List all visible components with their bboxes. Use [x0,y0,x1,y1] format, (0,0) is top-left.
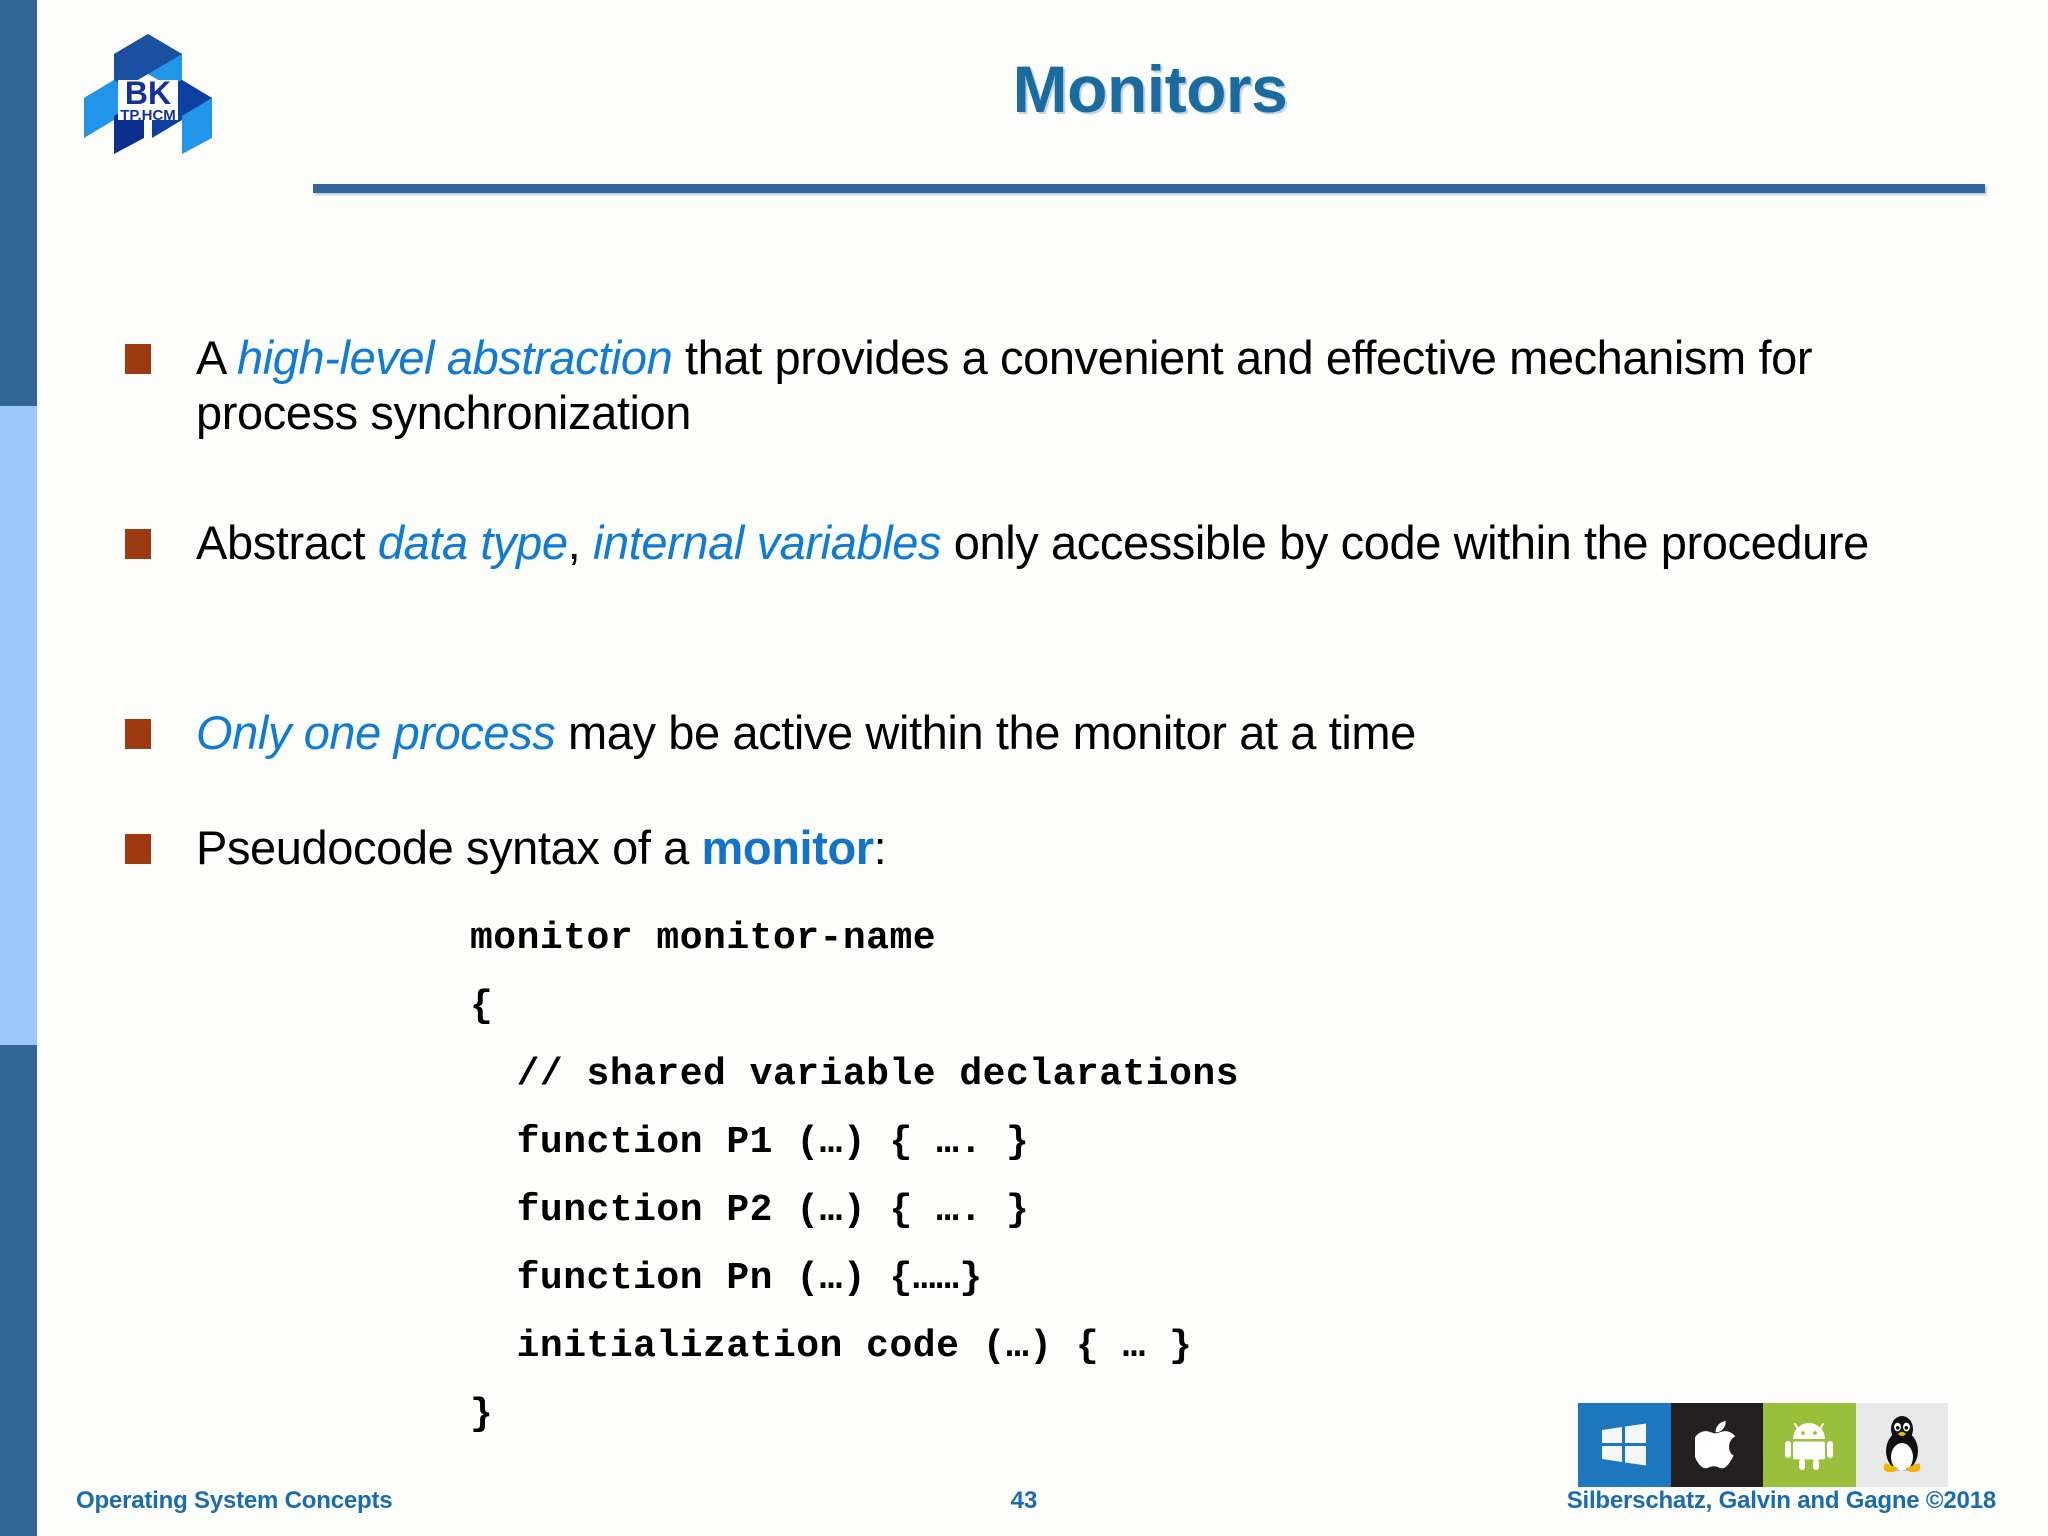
logo-top-top-face [114,34,182,74]
text-run-0: Only one process [196,706,556,759]
rail-gap [37,0,42,1536]
code-line-4: function P1 (…) { …. } [470,1121,1030,1164]
slide-title: Monitors [1012,52,1288,126]
os-logo-strip [1578,1403,1948,1487]
windows-logo [1578,1403,1671,1487]
code-line-8: } [470,1393,494,1436]
logo-center-plate [118,80,178,120]
bullet-text-3: Only one process may be active within th… [196,705,1416,760]
bullet-text-1: A high-level abstraction that provides a… [196,330,1975,441]
footer-course-title: Operating System Concepts [76,1487,393,1514]
text-run-0: Abstract [196,516,378,569]
text-run-1: monitor [701,821,875,874]
logo-bk-text: BK [125,75,171,111]
code-line-1: monitor monitor-name [470,917,937,960]
text-run-0: Pseudocode syntax of a [196,821,702,874]
text-run-2: : [873,821,887,874]
pseudocode-block: monitor monitor-name { // shared variable… [470,905,1239,1449]
text-run-1: high-level abstraction [237,331,673,384]
text-run-2: that provides a convenient and effective… [196,331,1813,440]
bk-tphcm-logo: BK TP.HCM [78,28,218,154]
code-line-5: function P2 (…) { …. } [470,1189,1030,1232]
apple-logo [1670,1403,1763,1487]
text-run-1: data type [377,516,568,569]
logo-right-bottom-face [182,98,212,154]
code-line-6: function Pn (…) {……} [470,1257,983,1300]
bullet-item-2: Abstract data type, internal variables o… [125,515,1975,570]
bullet-text-4: Pseudocode syntax of a monitor: [196,820,887,875]
bullet-item-1: A high-level abstraction that provides a… [125,330,1975,441]
bullet-marker-2 [125,529,151,559]
title-underline-rule [313,184,1985,193]
text-run-3: internal variables [592,516,942,569]
logo-tphcm-text: TP.HCM [120,107,176,124]
rail-segment-middle [0,406,37,1045]
bullet-item-3: Only one process may be active within th… [125,705,1975,760]
text-run-2: , [567,516,593,569]
bullet-marker-1 [125,344,151,374]
code-line-3: // shared variable declarations [470,1053,1240,1096]
android-logo [1763,1403,1856,1487]
bullet-text-2: Abstract data type, internal variables o… [196,515,1869,570]
rail-segment-top [0,0,37,406]
footer-attribution: Silberschatz, Galvin and Gagne ©2018 [1566,1487,1997,1514]
text-run-0: A [196,331,238,384]
text-run-4: only accessible by code within the proce… [941,516,1870,569]
footer-page-number: 43 [1010,1487,1038,1514]
left-accent-rail [0,0,37,1536]
bullet-marker-3 [125,719,151,749]
code-line-7: initialization code (…) { … } [470,1325,1193,1368]
linux-tux-logo [1855,1403,1948,1487]
bullet-marker-4 [125,834,151,864]
bullet-item-4: Pseudocode syntax of a monitor: [125,820,1975,875]
text-run-1: may be active within the monitor at a ti… [555,706,1416,759]
rail-segment-bottom [0,1045,37,1536]
code-line-2: { [470,985,494,1028]
